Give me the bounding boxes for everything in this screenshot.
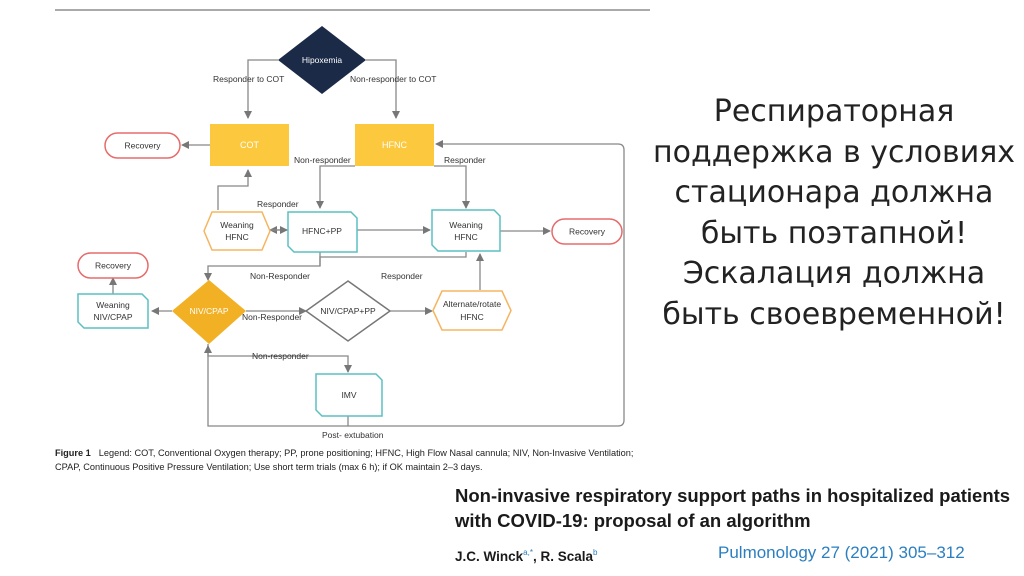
node-recovery-mid: Recovery: [77, 252, 149, 279]
label-non-responder-to-cot: Non-responder to COT: [350, 74, 436, 84]
node-niv-cpap: NIV/CPAP: [172, 280, 246, 344]
label-non-responder-3: Non-Responder: [242, 312, 302, 322]
node-recovery-right: Recovery: [551, 218, 623, 245]
svg-text:Hipoxemia: Hipoxemia: [302, 55, 342, 65]
label-responder-mid: Responder: [381, 271, 423, 281]
node-cot: COT: [210, 124, 289, 166]
edge-imv-post-extubation: [204, 345, 349, 427]
node-hfnc-pp: HFNC+PP: [287, 211, 358, 253]
label-responder-to-cot: Responder to COT: [213, 74, 284, 84]
label-responder-left: Responder: [257, 199, 299, 209]
svg-text:HFNC: HFNC: [382, 140, 407, 150]
svg-text:Alternate/rotate: Alternate/rotate: [443, 299, 501, 309]
edge-hipoxemia-hfnc: [366, 59, 400, 119]
edge-hfnc-weaning-right: [434, 165, 470, 209]
label-responder-right: Responder: [444, 155, 486, 165]
author-1: J.C. Winck: [455, 549, 524, 564]
author-2: R. Scala: [540, 549, 593, 564]
label-non-responder-2: Non-Responder: [250, 271, 310, 281]
svg-text:Recovery: Recovery: [569, 227, 606, 237]
edge-hfnc-hfncpp: [316, 165, 355, 209]
svg-text:Recovery: Recovery: [125, 141, 162, 151]
node-hfnc: HFNC: [355, 124, 434, 166]
node-imv: IMV: [315, 373, 383, 417]
slide-heading: Респираторная поддержка в условиях стаци…: [653, 94, 1015, 332]
node-hipoxemia: Hipoxemia: [278, 26, 366, 94]
author-2-affiliation: b: [593, 548, 598, 557]
svg-text:HFNC+PP: HFNC+PP: [302, 226, 342, 236]
paper-authors: J.C. Wincka,*, R. Scalab: [455, 548, 598, 564]
edge-imv-hfnc-loop: [348, 140, 625, 427]
svg-text:Weaning: Weaning: [96, 300, 130, 310]
edge-responder-mid: [319, 252, 467, 266]
svg-text:NIV/CPAP+PP: NIV/CPAP+PP: [320, 306, 376, 316]
svg-text:NIV/CPAP: NIV/CPAP: [189, 306, 228, 316]
edge-weaning-left-cot: [217, 169, 252, 210]
node-recovery-left: Recovery: [104, 132, 181, 159]
svg-text:COT: COT: [240, 140, 260, 150]
label-non-responder-1: Non-responder: [294, 155, 351, 165]
node-weaning-hfnc-right: Weaning HFNC: [431, 209, 501, 252]
author-1-affiliation: a,*: [523, 548, 533, 557]
node-alternate-hfnc: Alternate/rotate HFNC: [432, 290, 512, 331]
svg-text:NIV/CPAP: NIV/CPAP: [93, 312, 132, 322]
node-weaning-hfnc-left: Weaning HFNC: [203, 211, 271, 251]
node-weaning-niv: Weaning NIV/CPAP: [77, 293, 149, 329]
svg-text:HFNC: HFNC: [454, 232, 478, 242]
flowchart-diagram: Responder to COT Non-responder to COT No…: [55, 9, 650, 440]
paper-title: Non-invasive respiratory support paths i…: [455, 485, 1011, 531]
svg-text:Weaning: Weaning: [220, 220, 254, 230]
svg-text:HFNC: HFNC: [460, 312, 484, 322]
caption-label: Figure 1: [55, 448, 91, 458]
label-non-responder-4: Non-responder: [252, 351, 309, 361]
node-niv-cpap-pp: NIV/CPAP+PP: [304, 280, 392, 342]
svg-text:Weaning: Weaning: [449, 220, 483, 230]
journal-citation: Pulmonology 27 (2021) 305–312: [718, 543, 965, 562]
svg-text:HFNC: HFNC: [225, 232, 249, 242]
edge-hipoxemia-cot: [244, 59, 278, 119]
svg-text:IMV: IMV: [341, 390, 356, 400]
label-post-extubation: Post- extubation: [322, 430, 384, 440]
caption-text: Legend: COT, Conventional Oxygen therapy…: [55, 448, 634, 472]
svg-text:Recovery: Recovery: [95, 261, 132, 271]
